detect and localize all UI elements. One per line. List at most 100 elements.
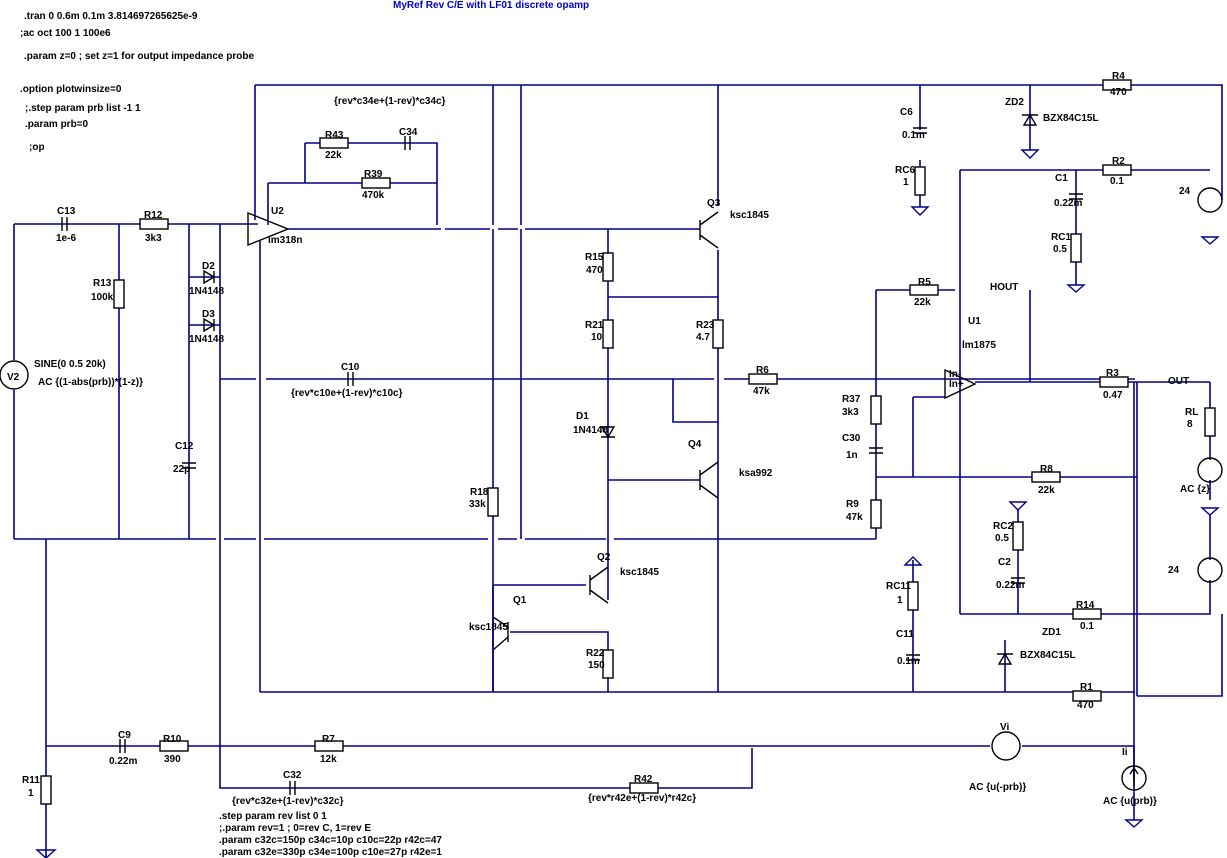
label-r1: R1 <box>1080 682 1093 693</box>
value-c12: 22p <box>173 464 190 475</box>
source-v2 <box>0 360 29 390</box>
directive-op: ;op <box>29 142 45 153</box>
label-v4: 24 <box>1168 565 1180 576</box>
label-r39: R39 <box>364 169 383 180</box>
label-rc11: RC11 <box>886 581 911 592</box>
source-v1 <box>1197 457 1223 483</box>
value-c13: 1e-6 <box>56 233 76 244</box>
label-q4: Q4 <box>688 439 702 450</box>
label-q2: Q2 <box>597 552 611 563</box>
value-rc1: 0.5 <box>1053 244 1067 255</box>
wires <box>13 84 1223 858</box>
schematic-title: MyRef Rev C/E with LF01 discrete opamp <box>393 0 589 11</box>
capacitor-c11 <box>906 654 920 661</box>
label-ii: Ii <box>1122 747 1128 758</box>
directive-param-e: .param c32e=330p c34e=100p c10e=27p r42e… <box>219 847 442 858</box>
capacitor-c34 <box>404 136 411 150</box>
opamp-u2 <box>247 211 290 247</box>
resistor-r2 <box>1102 164 1132 176</box>
capacitor-c32 <box>289 781 296 795</box>
resistor-r11 <box>40 775 52 805</box>
source-vi <box>991 731 1021 761</box>
label-c6: C6 <box>900 107 913 118</box>
value-c9: 0.22m <box>109 756 137 767</box>
label-c11: C11 <box>896 629 914 640</box>
value-q3: ksc1845 <box>730 210 769 221</box>
label-c10: C10 <box>341 362 360 373</box>
label-r15: R15 <box>585 252 604 263</box>
value-r21: 10 <box>591 332 603 343</box>
resistor-r13 <box>113 279 125 309</box>
value-r39: 470k <box>362 190 385 201</box>
value-r15: 470 <box>586 265 603 276</box>
resistor-r37 <box>870 395 882 425</box>
value-r5: 22k <box>914 297 931 308</box>
resistor-r10 <box>159 740 189 752</box>
resistor-r6 <box>748 373 778 385</box>
resistor-r21 <box>602 319 614 349</box>
label-u2: U2 <box>271 206 284 217</box>
resistor-r23 <box>712 319 724 349</box>
label-zd1: ZD1 <box>1042 627 1061 638</box>
expr-c34: {rev*c34e+(1-rev)*c34c} <box>334 96 446 107</box>
resistor-r5 <box>909 284 939 296</box>
value-v2: SINE(0 0.5 20k) <box>34 359 106 370</box>
zener-zd2 <box>1022 113 1038 126</box>
value-zd1: BZX84C15L <box>1020 650 1076 661</box>
capacitor-c10 <box>347 372 354 386</box>
label-d2: D2 <box>202 261 215 272</box>
directive-param-z: .param z=0 ; set z=1 for output impedanc… <box>24 51 254 62</box>
value-r37: 3k3 <box>842 407 859 418</box>
label-r2: R2 <box>1112 156 1125 167</box>
directive-param-c: .param c32c=150p c34c=10p c10c=22p r42c=… <box>219 835 442 846</box>
label-c13: C13 <box>57 206 76 217</box>
directive-step-rev: .step param rev list 0 1 <box>219 811 327 822</box>
value-v1: AC {z} <box>1180 484 1210 495</box>
value-r3: 0.47 <box>1103 390 1123 401</box>
label-c30: C30 <box>842 433 861 444</box>
resistor-rc6 <box>914 166 926 196</box>
value-q2: ksc1845 <box>620 567 659 578</box>
label-q1: Q1 <box>513 595 527 606</box>
capacitor-c13 <box>61 217 68 231</box>
label-r12: R12 <box>144 210 163 221</box>
net-hout: HOUT <box>990 282 1018 293</box>
capacitor-c12 <box>182 462 196 469</box>
label-c32: C32 <box>283 770 302 781</box>
source-ii <box>1121 765 1147 791</box>
label-r5: R5 <box>918 277 931 288</box>
value-rc6: 1 <box>903 177 909 188</box>
source-v4 <box>1197 557 1223 583</box>
resistor-r43 <box>319 137 349 149</box>
value-u2: lm318n <box>268 235 302 246</box>
label-r6: R6 <box>756 365 769 376</box>
label-v2: V2 <box>7 372 20 383</box>
resistor-r39 <box>361 177 391 189</box>
value-r9: 47k <box>846 512 863 523</box>
transistor-q3 <box>699 211 719 249</box>
label-r9: R9 <box>846 499 859 510</box>
label-rl: RL <box>1185 407 1198 418</box>
directive-option: .option plotwinsize=0 <box>20 84 122 95</box>
label-c34: C34 <box>399 127 418 138</box>
label-r42: R42 <box>634 774 653 785</box>
expr-r42: {rev*r42e+(1-rev)*r42c} <box>588 793 696 804</box>
source-ii-arrow-icon <box>1129 766 1139 786</box>
value-d1: 1N4148 <box>573 425 608 436</box>
value-rl: 8 <box>1187 419 1193 430</box>
label-c12: C12 <box>175 441 194 452</box>
resistor-rc1 <box>1070 233 1082 263</box>
value-r13: 100k <box>91 292 114 303</box>
directive-param-rev: ;.param rev=1 ; 0=rev C, 1=rev E <box>219 823 371 834</box>
resistor-r22 <box>602 649 614 679</box>
value-c11: 0.1m <box>897 656 920 667</box>
expr-c32: {rev*c32e+(1-rev)*c32c} <box>232 796 344 807</box>
label-v3: 24 <box>1179 186 1191 197</box>
value-r7: 12k <box>320 754 337 765</box>
resistor-rc2 <box>1012 521 1024 551</box>
value-r12: 3k3 <box>145 233 162 244</box>
value-r11: 1 <box>28 788 34 799</box>
value-r4: 470 <box>1110 87 1127 98</box>
value-r23: 4.7 <box>696 332 710 343</box>
